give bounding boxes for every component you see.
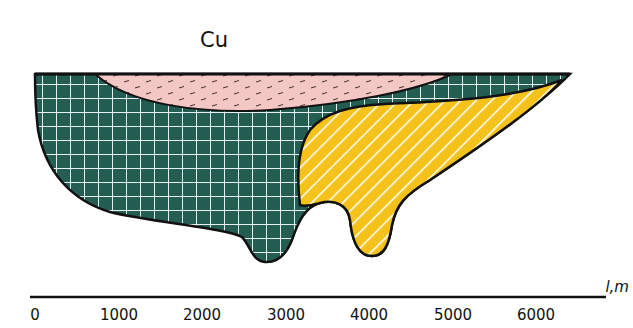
axis-number: 2000 (183, 308, 221, 323)
axis-number: 1000 (100, 308, 138, 323)
green-body (35, 74, 570, 262)
axis-number: 0 (30, 308, 40, 323)
axis-number: 4000 (350, 308, 388, 323)
axis-number: 3000 (267, 308, 305, 323)
yellow-body (298, 80, 562, 256)
axis-number: 5000 (434, 308, 472, 323)
scale-axis (30, 296, 606, 299)
top-line (35, 73, 570, 76)
axis-unit: l,m (605, 280, 629, 295)
pink-lens (95, 74, 452, 111)
axis-number: 6000 (517, 308, 555, 323)
chart-title: Cu (200, 30, 228, 51)
